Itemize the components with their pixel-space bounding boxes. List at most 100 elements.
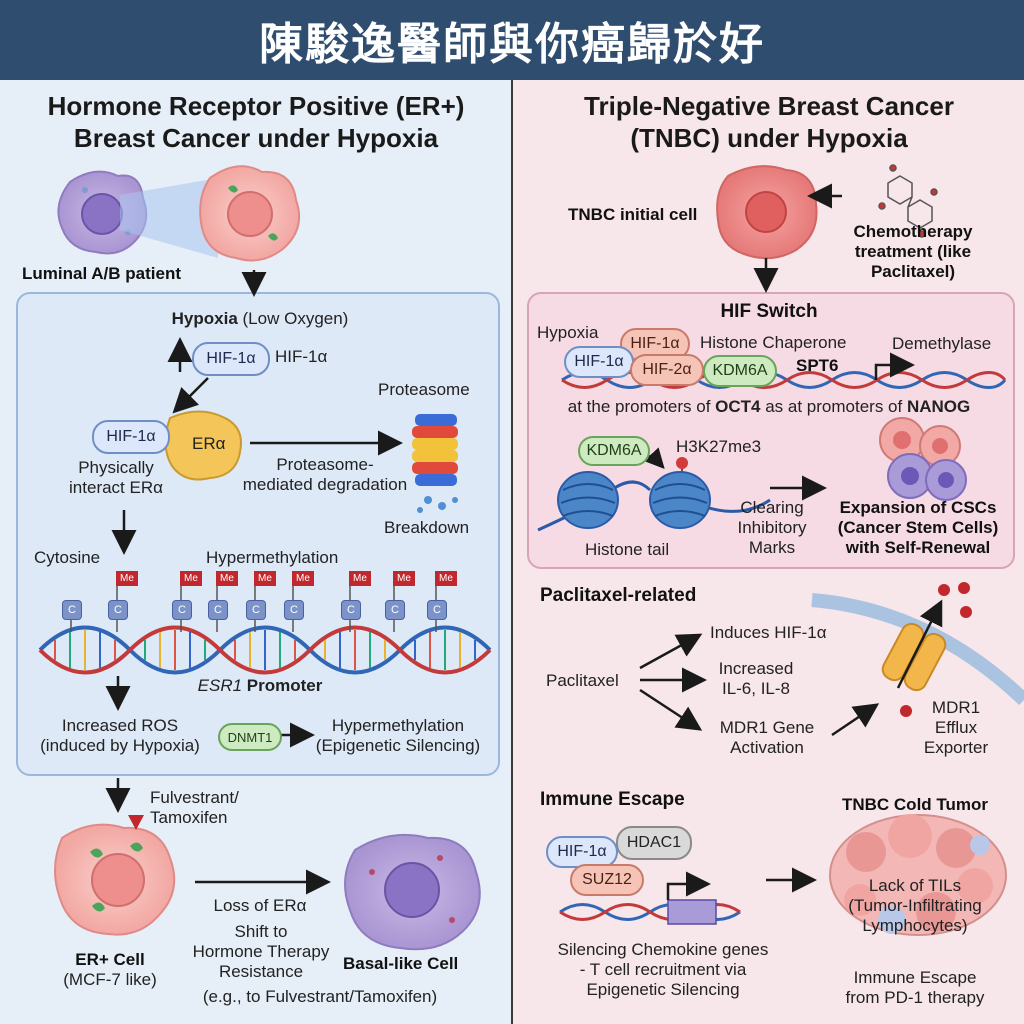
clearing-line3: Marks xyxy=(748,538,796,557)
silencing-line2: (Epigenetic Silencing) xyxy=(315,736,481,755)
methyl-flag-icon: Me xyxy=(435,571,457,586)
csc-cluster-icon xyxy=(879,417,967,501)
ros-label: Increased ROS (induced by Hypoxia) xyxy=(20,716,220,756)
molecule-icon xyxy=(878,164,938,238)
mdr1-line2: Activation xyxy=(730,738,804,757)
proteasome-icon xyxy=(412,414,458,513)
shift-example-label: (e.g., to Fulvestrant/Tamoxifen) xyxy=(202,987,438,1006)
hif-switch-dna-icon xyxy=(561,371,1007,389)
zoom-beam xyxy=(120,178,218,258)
nucleosome-icon xyxy=(557,471,619,529)
hypermethylation-label: Hypermethylation xyxy=(206,548,339,567)
proteasome-label: Proteasome xyxy=(378,380,470,399)
hif1a-pill: HIF-1α xyxy=(192,342,270,376)
methyl-flag-icon: Me xyxy=(292,571,314,586)
degradation-label: Proteasome- mediated degradation xyxy=(225,455,425,495)
er-cell-label: ER+ Cell (MCF-7 like) xyxy=(50,950,170,990)
ros-line1: Increased ROS xyxy=(61,716,179,735)
hif1a-pill-2: HIF-1α xyxy=(92,420,170,454)
era-label: ERα xyxy=(192,434,226,453)
zoomed-cell-icon xyxy=(199,165,300,262)
er-cell-sub: (MCF-7 like) xyxy=(63,970,157,989)
spt6-label: SPT6 xyxy=(796,356,839,375)
nanog-label: NANOG xyxy=(906,397,971,416)
paclitaxel-related-title: Paclitaxel-related xyxy=(540,585,697,606)
shift-line1: Shift to xyxy=(234,922,288,941)
drug-marker-icon xyxy=(128,815,144,830)
hif2a-pill: HIF-2α xyxy=(630,354,704,386)
hypoxia-label: Hypoxia (Low Oxygen) xyxy=(150,309,370,329)
left-section-title: Hormone Receptor Positive (ER+) Breast C… xyxy=(16,90,496,154)
cytosine-icon: C xyxy=(208,600,228,620)
escape-line1: Immune Escape xyxy=(853,968,977,987)
oct4-label: OCT4 xyxy=(715,397,761,416)
hypoxia-bold: Hypoxia xyxy=(171,309,238,328)
immune-escape-title: Immune Escape xyxy=(540,789,685,810)
cold-tumor-icon xyxy=(829,814,1007,936)
clearing-line2: Inhibitory xyxy=(737,518,807,537)
csc-line2: (Cancer Stem Cells) xyxy=(837,518,999,537)
induces-hif-label: Induces HIF-1α xyxy=(710,623,827,642)
chemokine-line3: Epigenetic Silencing xyxy=(586,980,740,999)
degradation-line2: mediated degradation xyxy=(242,475,408,494)
clearing-line1: Clearing xyxy=(740,498,804,517)
right-title-line2: (TNBC) under Hypoxia xyxy=(630,123,908,153)
cytosine-icon: C xyxy=(62,600,82,620)
il-label: Increased IL-6, IL-8 xyxy=(706,659,806,699)
nucleosome-icon xyxy=(649,471,711,529)
chemo-label: Chemotherapy treatment (like Paclitaxel) xyxy=(838,222,988,282)
right-title-line1: Triple-Negative Breast Cancer xyxy=(584,91,954,121)
methyl-flag-icon: Me xyxy=(180,571,202,586)
esr1-promoter-label: ESR1 Promoter xyxy=(160,676,360,696)
tnbc-initial-label: TNBC initial cell xyxy=(568,205,698,224)
paclitaxel-label: Paclitaxel xyxy=(546,671,619,690)
tss-arrow xyxy=(874,352,915,380)
histone-chaperone-label: Histone Chaperone xyxy=(700,333,847,352)
era-protein-icon xyxy=(164,410,242,481)
silencing-line1: Hypermethylation xyxy=(331,716,465,735)
tils-label: Lack of TILs (Tumor-Infiltrating Lymphoc… xyxy=(820,876,1010,936)
methyl-flag-icon: Me xyxy=(254,571,276,586)
clearing-marks-label: Clearing Inhibitory Marks xyxy=(722,498,822,558)
ros-line2: (induced by Hypoxia) xyxy=(40,736,200,755)
promoters-a: at the promoters of xyxy=(567,397,716,416)
esr1-italic: ESR1 xyxy=(197,676,243,695)
dnmt1-pill: DNMT1 xyxy=(218,723,282,751)
csc-line1: Expansion of CSCs xyxy=(839,498,997,517)
patient-label: Luminal A/B patient xyxy=(22,264,181,283)
panel-divider xyxy=(511,80,513,1024)
cytosine-icon: C xyxy=(284,600,304,620)
il-line1: Increased xyxy=(718,659,794,678)
chemo-line2: treatment (like xyxy=(854,242,972,261)
methyl-mark-icon xyxy=(676,457,688,469)
efflux-line1: MDR1 xyxy=(931,698,981,717)
cytosine-label: Cytosine xyxy=(34,548,101,567)
mdr1-activation-label: MDR1 Gene Activation xyxy=(702,718,832,758)
page-title: 陳駿逸醫師與你癌歸於好 xyxy=(259,19,765,70)
cytosine-icon: C xyxy=(341,600,361,620)
er-cell-icon xyxy=(54,823,176,936)
chemokine-line1: Silencing Chemokine genes xyxy=(557,940,769,959)
chemokine-silencing-label: Silencing Chemokine genes - T cell recru… xyxy=(528,940,798,1000)
physically-interact-label: Physically interact ERα xyxy=(36,458,196,498)
tnbc-initial-cell-icon xyxy=(716,165,818,260)
basal-cell-icon xyxy=(344,833,481,951)
cytosine-icon: C xyxy=(246,600,266,620)
hif1a-blue-pill: HIF-1α xyxy=(564,346,634,378)
immune-escape-pd1-label: Immune Escape from PD-1 therapy xyxy=(820,968,1010,1008)
cold-tumor-title: TNBC Cold Tumor xyxy=(841,795,989,814)
efflux-line3: Exporter xyxy=(923,738,989,757)
methyl-flag-icon: Me xyxy=(349,571,371,586)
right-section-title: Triple-Negative Breast Cancer (TNBC) und… xyxy=(527,90,1011,154)
promoters-label: at the promoters of OCT4 as at promoters… xyxy=(527,397,1011,417)
left-title-line1: Hormone Receptor Positive (ER+) xyxy=(47,91,465,121)
physically-line2: interact ERα xyxy=(69,478,163,497)
cytosine-icon: C xyxy=(172,600,192,620)
dna-helix-icon xyxy=(38,625,492,675)
degradation-line1: Proteasome- xyxy=(276,455,374,474)
hypoxia-rest: (Low Oxygen) xyxy=(237,309,349,328)
drug-label: Fulvestrant/ Tamoxifen xyxy=(150,788,239,828)
esr1-rest: Promoter xyxy=(242,676,323,695)
histone-tail-label: Histone tail xyxy=(585,540,670,559)
chemokine-line2: - T cell recruitment via xyxy=(579,960,747,979)
